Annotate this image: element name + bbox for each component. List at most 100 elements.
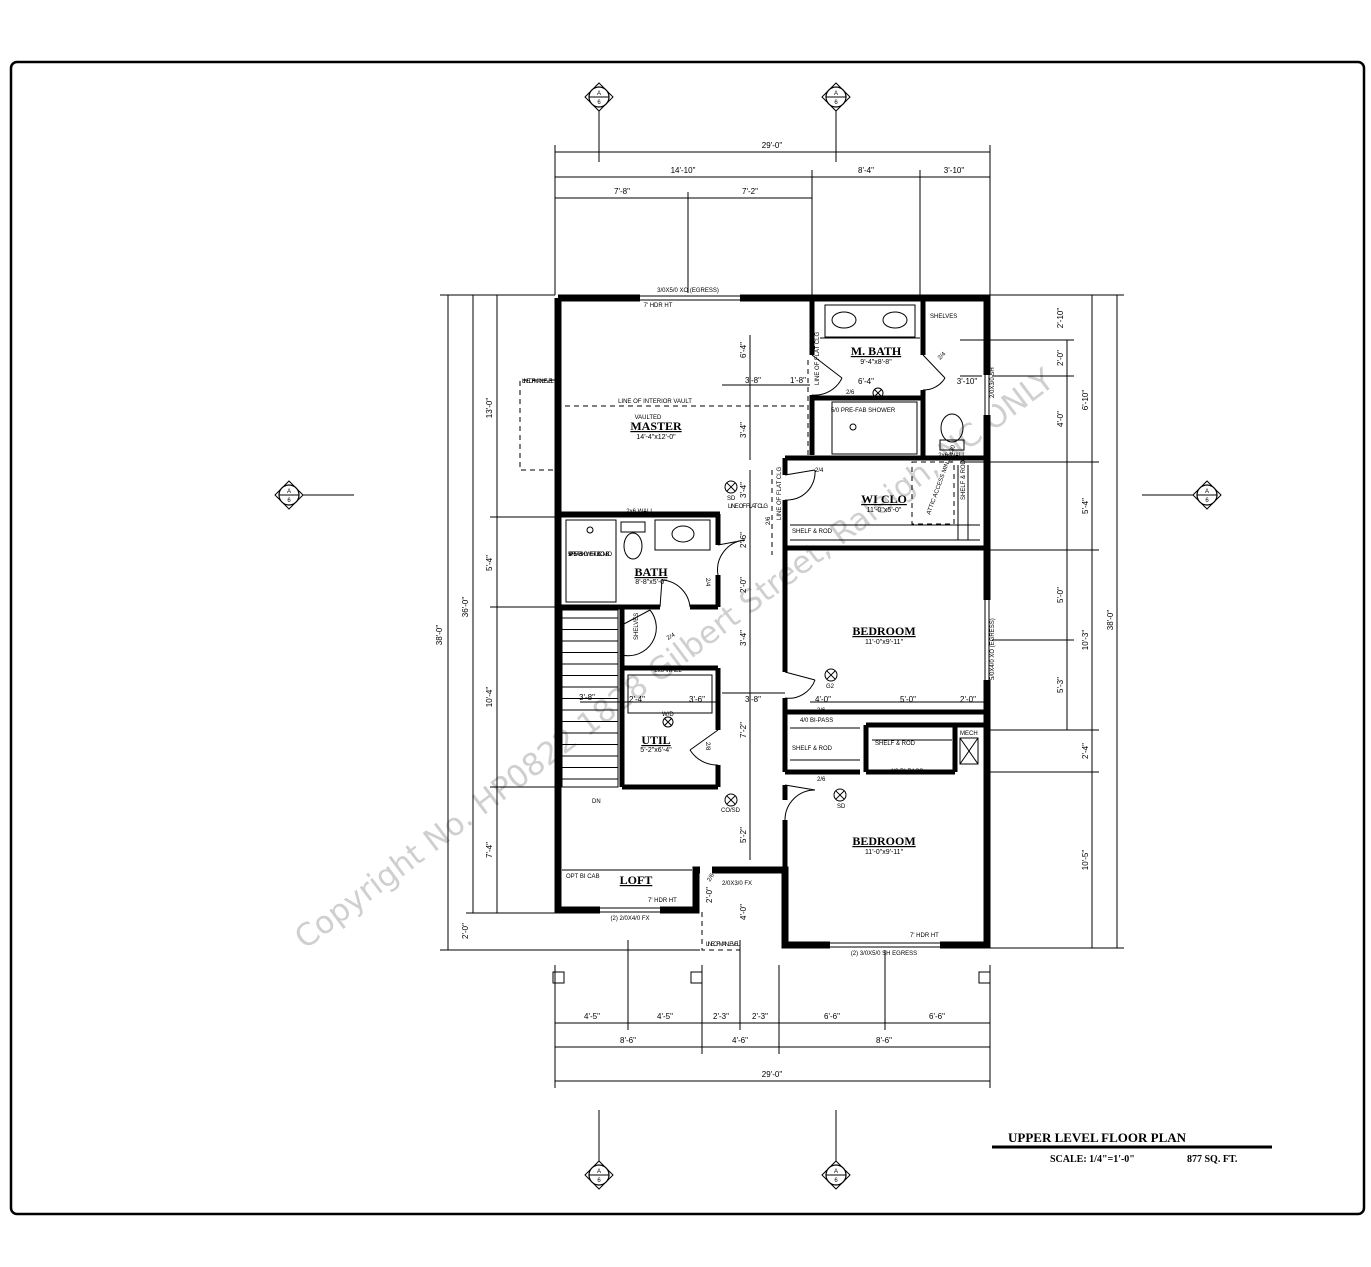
svg-text:2/4: 2/4	[937, 351, 948, 362]
note-tub-combo: 5/0 PRE-FAB SHOWER/TUB COMBO	[568, 552, 612, 558]
room-bath: BATH	[634, 565, 668, 579]
dim-right-c: 10'-3"	[1081, 630, 1090, 651]
room-bedroom-1: BEDROOM	[852, 624, 915, 638]
svg-text:5'-2": 5'-2"	[739, 827, 748, 843]
note-shelf-rod-1: SHELF & ROD	[792, 529, 833, 535]
room-wiclo: WI CLO	[861, 492, 907, 506]
svg-text:2/6: 2/6	[846, 390, 855, 396]
dashed-lines	[519, 360, 955, 951]
svg-text:A: A	[834, 1169, 838, 1175]
doors	[621, 354, 946, 821]
note-interior-vault: LINE OF INTERIOR VAULT	[618, 399, 692, 405]
section-marker-bottom-left: A 6	[584, 1110, 614, 1190]
dim-left-f: 7'-4"	[485, 842, 494, 858]
dim-left-e: 10'-4"	[485, 687, 494, 708]
dim-bot-i: 8'-6"	[876, 1036, 892, 1045]
dim-bot-b: 4'-5"	[657, 1012, 673, 1021]
room-bedroom-2: BEDROOM	[852, 834, 915, 848]
note-opt-bi-cab: OPT BI CAB	[566, 874, 600, 880]
svg-text:6: 6	[287, 498, 291, 504]
svg-text:4'-0": 4'-0"	[815, 695, 831, 704]
note-cosd: CO/SD	[721, 808, 741, 814]
svg-text:3'-4": 3'-4"	[739, 422, 748, 438]
note-shower-mbath: 5/0 PRE-FAB SHOWER	[831, 408, 896, 414]
dim-left-g: 2'-0"	[461, 923, 470, 939]
x-mark	[826, 670, 836, 680]
fixtures	[565, 304, 965, 807]
toilet-icon	[623, 532, 643, 560]
x-mark	[726, 795, 736, 805]
dim-top-e: 7'-2"	[742, 187, 758, 196]
room-bedroom-2-size: 11'-0"x9'-11"	[865, 849, 904, 856]
note-shelf-rod-3: SHELF & ROD	[792, 746, 833, 752]
svg-text:2/4: 2/4	[666, 632, 677, 642]
svg-text:2/6: 2/6	[817, 777, 826, 783]
svg-text:3'-8": 3'-8"	[745, 376, 761, 385]
svg-text:2'-6": 2'-6"	[739, 532, 748, 548]
note-shelf-rod-4: SHELF & ROD	[875, 741, 916, 747]
svg-text:1'-8": 1'-8"	[790, 376, 806, 385]
note-hdr-top: 7' HDR HT	[644, 303, 673, 309]
room-master: MASTER	[630, 419, 682, 433]
note-bed-window: 5/0X4/0 XO (EGRESS)	[990, 618, 996, 680]
dim-right-h: 5'-0"	[1056, 587, 1065, 603]
smoke-detector-icon	[724, 480, 738, 494]
note-hdr-bed: 7' HDR HT	[910, 933, 939, 939]
exterior-walls	[554, 293, 992, 950]
svg-text:6: 6	[1205, 498, 1209, 504]
svg-text:6: 6	[834, 1178, 838, 1184]
plan-title: UPPER LEVEL FLOOR PLAN	[1008, 1130, 1187, 1145]
title-block: UPPER LEVEL FLOOR PLAN SCALE: 1/4"=1'-0"…	[992, 1130, 1272, 1165]
svg-text:A: A	[597, 91, 601, 97]
note-hdr-loft: 7' HDR HT	[648, 898, 677, 904]
right-dimensions: 38'-0" 6'-10" 10'-3" 2'-10" 2'-0" 4'-0" …	[960, 294, 1124, 949]
svg-text:2'-0": 2'-0"	[705, 887, 714, 903]
svg-text:A: A	[597, 1169, 601, 1175]
note-bed2-window: (2) 3/0X5/0 SH EGRESS	[851, 951, 917, 957]
sink-icon	[882, 311, 908, 329]
dim-bot-total: 29'-0"	[762, 1070, 783, 1079]
svg-text:2/6: 2/6	[817, 708, 826, 714]
dim-right-f: 4'-0"	[1056, 411, 1065, 427]
svg-text:6: 6	[597, 100, 601, 106]
svg-text:A: A	[1205, 489, 1209, 495]
note-shelves-2: SHELVES	[634, 613, 640, 640]
note-shelves-1: SHELVES	[930, 314, 957, 320]
dim-bot-a: 4'-5"	[584, 1012, 600, 1021]
room-loft: LOFT	[620, 873, 653, 887]
dim-top-d: 7'-8"	[614, 187, 630, 196]
note-bipass-1: 4/0 BI-PASS	[800, 718, 833, 724]
dim-bot-c: 2'-3"	[713, 1012, 729, 1021]
interior-walls	[558, 298, 987, 945]
dim-right-g: 5'-4"	[1081, 498, 1090, 514]
note-fx-window: 2/0X3/0 FX	[722, 881, 752, 887]
svg-text:6: 6	[597, 1178, 601, 1184]
co-detector-icon	[724, 793, 738, 807]
svg-text:2'-0": 2'-0"	[960, 695, 976, 704]
note-loft-window: (2) 2/0X4/0 FX	[610, 916, 649, 922]
dim-bot-e: 6'-6"	[824, 1012, 840, 1021]
note-sh-window: 2/0X3/0 SH	[990, 367, 996, 398]
note-sd-1: SD	[727, 496, 736, 502]
note-2x6-wall-2: 2x6 WALL	[654, 668, 682, 674]
dim-right-e: 2'-0"	[1056, 350, 1065, 366]
plan-area: 877 SQ. FT.	[1187, 1154, 1238, 1165]
dim-right-b: 6'-10"	[1081, 390, 1090, 411]
svg-text:3'-8": 3'-8"	[745, 695, 761, 704]
section-marker-right: A 6	[1142, 480, 1222, 510]
top-dimensions: 29'-0" 14'-10" 8'-4" 3'-10" 7'-8" 7'-2"	[554, 141, 991, 295]
room-bedroom-1-size: 11'-0"x9'-11"	[865, 639, 904, 646]
svg-text:2/8: 2/8	[704, 742, 710, 751]
svg-text:2/6: 2/6	[766, 516, 772, 525]
stair-treads	[562, 617, 618, 780]
dim-top-total: 29'-0"	[762, 141, 783, 150]
dim-bot-d: 2'-3"	[752, 1012, 768, 1021]
sink-icon	[831, 311, 857, 329]
note-2x6-wall-3: 2x6 WALL	[938, 453, 966, 459]
detector-x-marks	[664, 389, 882, 805]
note-dn: DN	[592, 799, 601, 805]
left-dimensions: 38'-0" 36'-0" 13'-0" 5'-4" 10'-4" 7'-4" …	[435, 294, 720, 951]
note-sd-2: SD	[837, 804, 846, 810]
dim-top-a: 14'-10"	[671, 166, 696, 175]
